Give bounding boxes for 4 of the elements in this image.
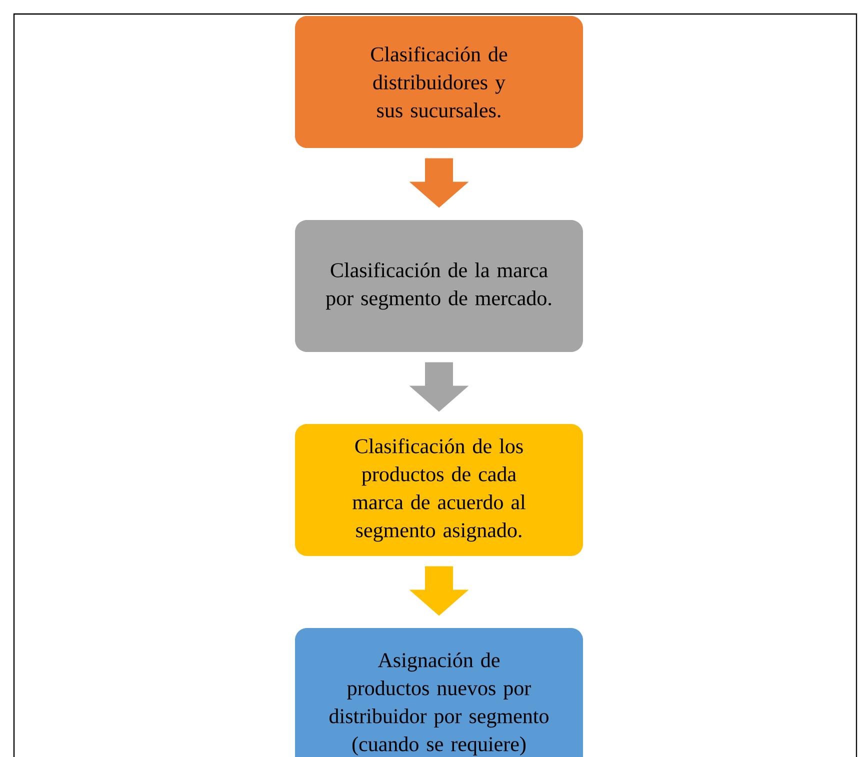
process-box: Clasificación de distribuidores y sus sucursales. [295,16,583,148]
process-box: Asignación de productos nuevos por distribuidor por segmento (cuando se requiere) [295,628,583,757]
process-box: Clasificación de la marca por segmento de mercado. [295,220,583,352]
process-box: Clasificación de los productos de cada marca de acuerdo al segmento asignado. [295,424,583,556]
